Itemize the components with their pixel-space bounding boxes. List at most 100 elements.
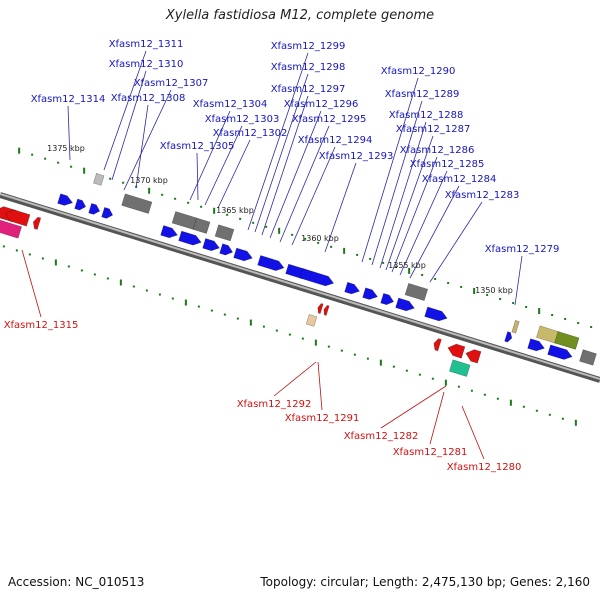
pink-gene-arrow-shape — [0, 219, 22, 239]
tick-mark — [44, 157, 47, 160]
pink-gene-arrow — [0, 219, 22, 239]
leader-line — [247, 52, 309, 231]
map-title: Xylella fastidiosa M12, complete genome — [165, 8, 435, 23]
tick-mark — [275, 329, 278, 332]
leader-line — [380, 385, 447, 429]
gene-labels: Xfasm12_1311Xfasm12_1310Xfasm12_1307Xfas… — [4, 39, 560, 473]
tick-mark — [447, 281, 450, 284]
forward-gene-arrow-shape — [101, 206, 114, 219]
tick-mark — [395, 265, 398, 268]
reverse-gene-label: Xfasm12_1315 — [4, 320, 79, 331]
reverse-gene-arrow-shape — [433, 338, 442, 352]
gray-feature-box — [404, 282, 429, 302]
gray-feature-box-shape — [579, 349, 597, 366]
tick-mark — [343, 247, 346, 254]
forward-gene-arrow-shape — [362, 287, 378, 300]
reverse-gene-arrow — [323, 304, 330, 316]
forward-gene-label: Xfasm12_1290 — [381, 66, 456, 77]
reverse-gene-arrow-shape — [465, 349, 482, 364]
forward-gene-label: Xfasm12_1288 — [389, 110, 464, 121]
tick-mark — [67, 265, 70, 268]
tick-mark — [210, 309, 213, 312]
forward-gene-arrow-shape — [344, 281, 360, 295]
tick-mark — [288, 333, 291, 336]
tick-mark — [106, 277, 109, 280]
reverse-gene-arrow — [317, 303, 324, 314]
leader-line — [514, 255, 523, 306]
tick-mark — [2, 245, 5, 248]
tick-mark — [249, 319, 252, 326]
tick-mark — [213, 207, 216, 214]
tick-mark — [509, 399, 512, 406]
reverse-gene-arrow — [433, 338, 442, 352]
tan-feature-box — [305, 314, 318, 327]
forward-gene-arrow — [219, 243, 234, 256]
reverse-gene-arrow-shape — [32, 216, 42, 230]
forward-gene-arrow — [101, 206, 114, 219]
leader-line — [379, 121, 427, 269]
forward-gene-arrow — [74, 198, 87, 211]
tick-mark — [239, 217, 242, 220]
forward-gene-label: Xfasm12_1285 — [410, 159, 485, 170]
tick-mark — [421, 273, 424, 276]
leader-line — [67, 105, 71, 161]
forward-gene-arrow — [160, 225, 178, 239]
tick-mark — [41, 257, 44, 260]
accession-label: Accession: NC_010513 — [8, 575, 145, 589]
forward-gene-arrow-shape — [380, 293, 395, 306]
reverse-gene-label: Xfasm12_1291 — [285, 413, 360, 424]
tick-mark — [486, 293, 489, 296]
leader-line — [429, 391, 445, 445]
tick-mark — [473, 287, 476, 294]
gray-feature-box — [171, 211, 198, 230]
forward-gene-arrow-shape — [504, 331, 513, 343]
tick-mark — [561, 417, 564, 420]
light-feature-box — [93, 173, 105, 186]
leader-line — [189, 110, 231, 201]
reverse-gene-arrow — [447, 343, 466, 359]
tick-mark — [434, 277, 437, 280]
forward-gene-arrow-shape — [233, 247, 253, 262]
gray-feature-box-shape — [171, 211, 198, 230]
forward-gene-label: Xfasm12_1302 — [213, 128, 288, 139]
forward-gene-arrow-shape — [257, 255, 285, 271]
tan-feature-box-shape — [305, 314, 318, 327]
reverse-gene-label: Xfasm12_1292 — [237, 399, 312, 410]
leader-line — [123, 89, 172, 191]
light-feature-box-shape — [93, 173, 105, 186]
forward-gene-arrow-shape — [202, 238, 220, 252]
tick-mark — [18, 147, 21, 154]
gray-feature-box — [579, 349, 597, 366]
tick-mark — [431, 377, 434, 380]
forward-gene-label: Xfasm12_1305 — [160, 141, 235, 152]
leader-line — [324, 162, 357, 253]
tick-mark — [574, 419, 577, 426]
tick-mark — [291, 233, 294, 236]
tick-mark — [171, 297, 174, 300]
forward-gene-label: Xfasm12_1297 — [271, 84, 346, 95]
forward-gene-arrow — [380, 293, 395, 306]
gray-feature-box-shape — [121, 193, 153, 214]
leader-line — [21, 249, 42, 318]
tick-mark — [236, 317, 239, 320]
tick-mark — [457, 385, 460, 388]
leader-line — [217, 139, 251, 209]
forward-gene-arrow-shape — [299, 268, 335, 287]
leader-line — [385, 135, 434, 271]
tick-mark — [70, 165, 73, 168]
tick-mark — [379, 359, 382, 366]
forward-gene-arrow — [395, 297, 415, 312]
forward-gene-label: Xfasm12_1314 — [31, 94, 106, 105]
tick-mark — [262, 325, 265, 328]
tick-mark — [418, 373, 421, 376]
tick-mark — [252, 221, 255, 224]
tick-mark — [525, 305, 528, 308]
leader-line — [317, 361, 323, 411]
tick-mark — [512, 301, 515, 304]
forward-gene-arrow — [547, 344, 573, 360]
tick-mark — [522, 405, 525, 408]
leader-line — [429, 201, 483, 283]
leader-line — [409, 185, 460, 279]
